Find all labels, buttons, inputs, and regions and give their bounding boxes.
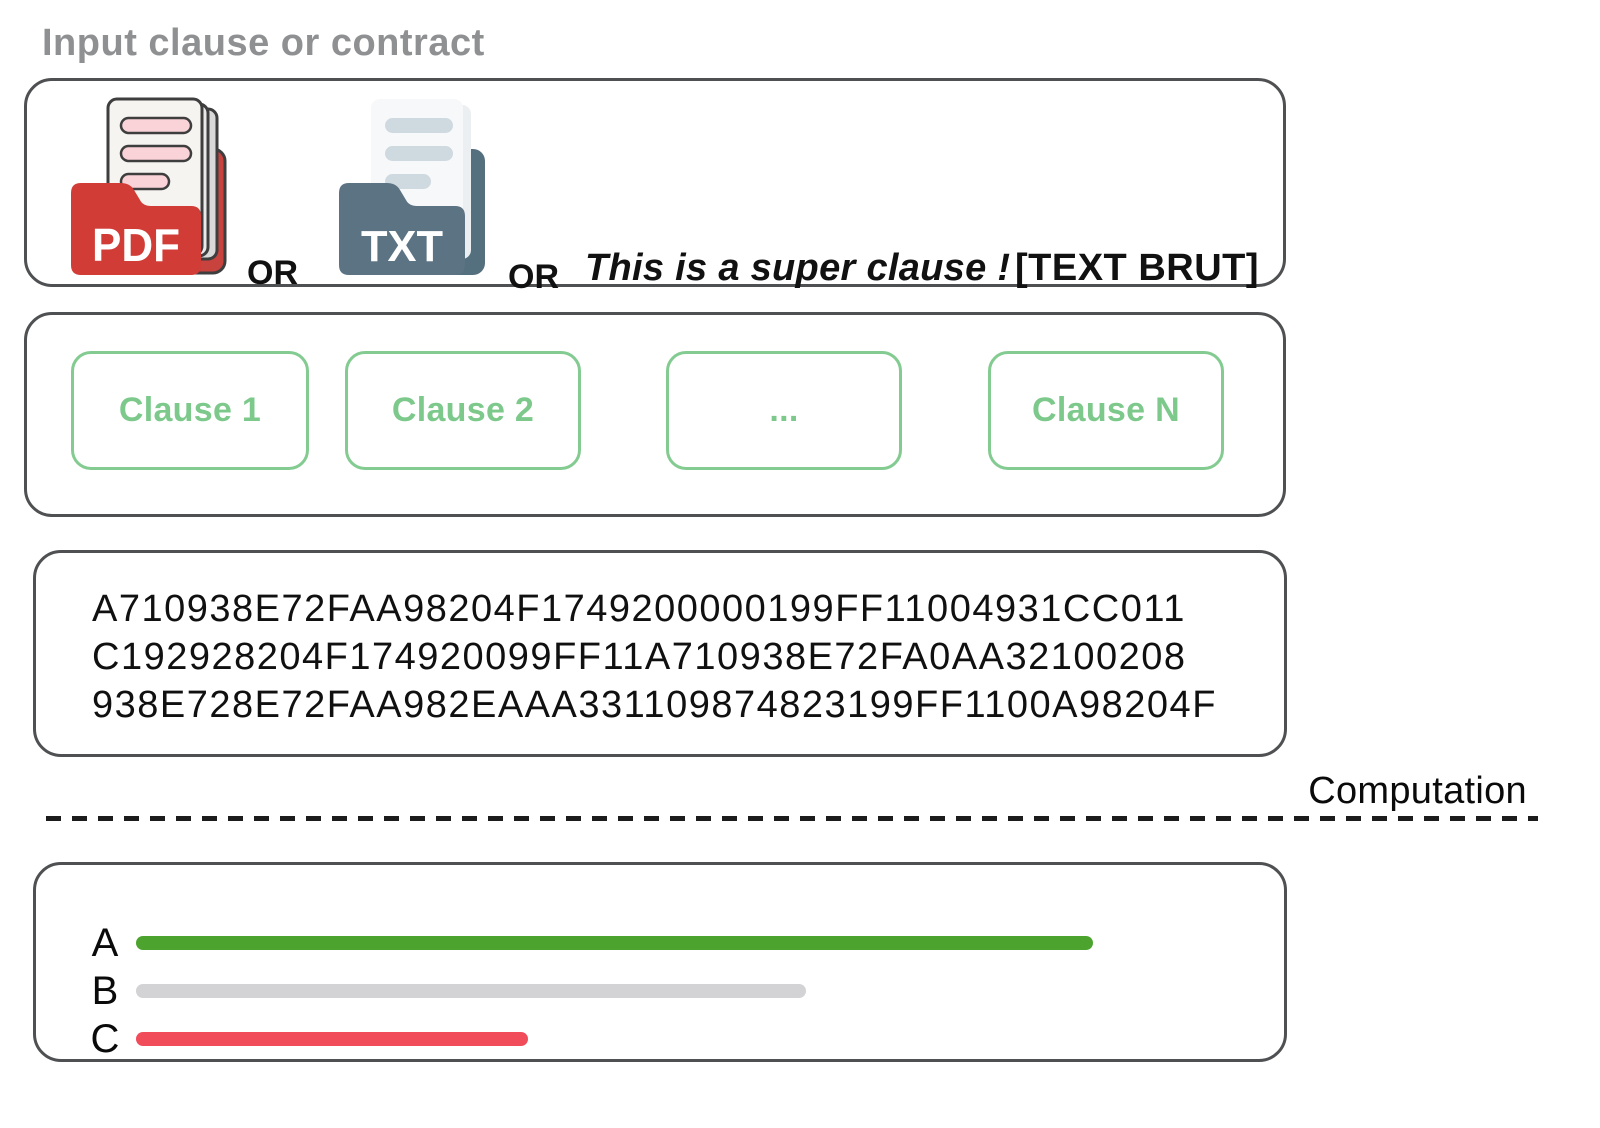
hash-line-2: C192928204F174920099FF11A710938E72FA0AA3… [92,636,1187,678]
result-row-a: A [36,921,1284,965]
bar-c [136,1032,529,1046]
results-bars-box: A B C [33,862,1287,1062]
hash-encoding-box: A710938E72FAA98204F1749200000199FF110049… [33,550,1287,757]
hash-line-1: A710938E72FAA98204F1749200000199FF110049… [92,588,1186,630]
clause-chip-ellipsis: ... [666,351,902,470]
bar-label-b: B [91,969,119,1013]
bar-label-c: C [90,1017,120,1061]
bar-a [136,936,1093,950]
pdf-icon-label: PDF [92,219,180,271]
result-row-b: B [36,969,1284,1013]
bar-b [136,984,806,998]
pdf-file-icon: PDF [61,91,233,277]
clauses-box: Clause 1 Clause 2 ... Clause N [24,312,1286,517]
hash-line-3: 938E728E72FAA982EAAA331109874823199FF110… [92,684,1217,726]
input-section-label: Input clause or contract [42,22,485,64]
clause-chip-1: Clause 1 [71,351,309,470]
result-row-c: C [36,1017,1284,1061]
bar-label-a: A [91,921,119,965]
clause-chip-2: Clause 2 [345,351,581,470]
input-formats-box: PDF OR TXT OR This is a super clause ! [… [24,78,1286,296]
computation-label: Computation [1308,770,1527,812]
hash-lines: A710938E72FAA98204F1749200000199FF110049… [92,585,1217,729]
raw-clause-sample-text: This is a super clause ! [585,247,1011,289]
txt-icon-label: TXT [361,222,443,271]
text-brut-tag: [TEXT BRUT] [1015,247,1260,289]
or-separator-1: OR [247,254,298,292]
clause-chip-n: Clause N [988,351,1224,470]
txt-file-icon: TXT [331,93,493,277]
computation-dashed-divider [46,816,1538,821]
or-separator-2: OR [508,258,559,296]
